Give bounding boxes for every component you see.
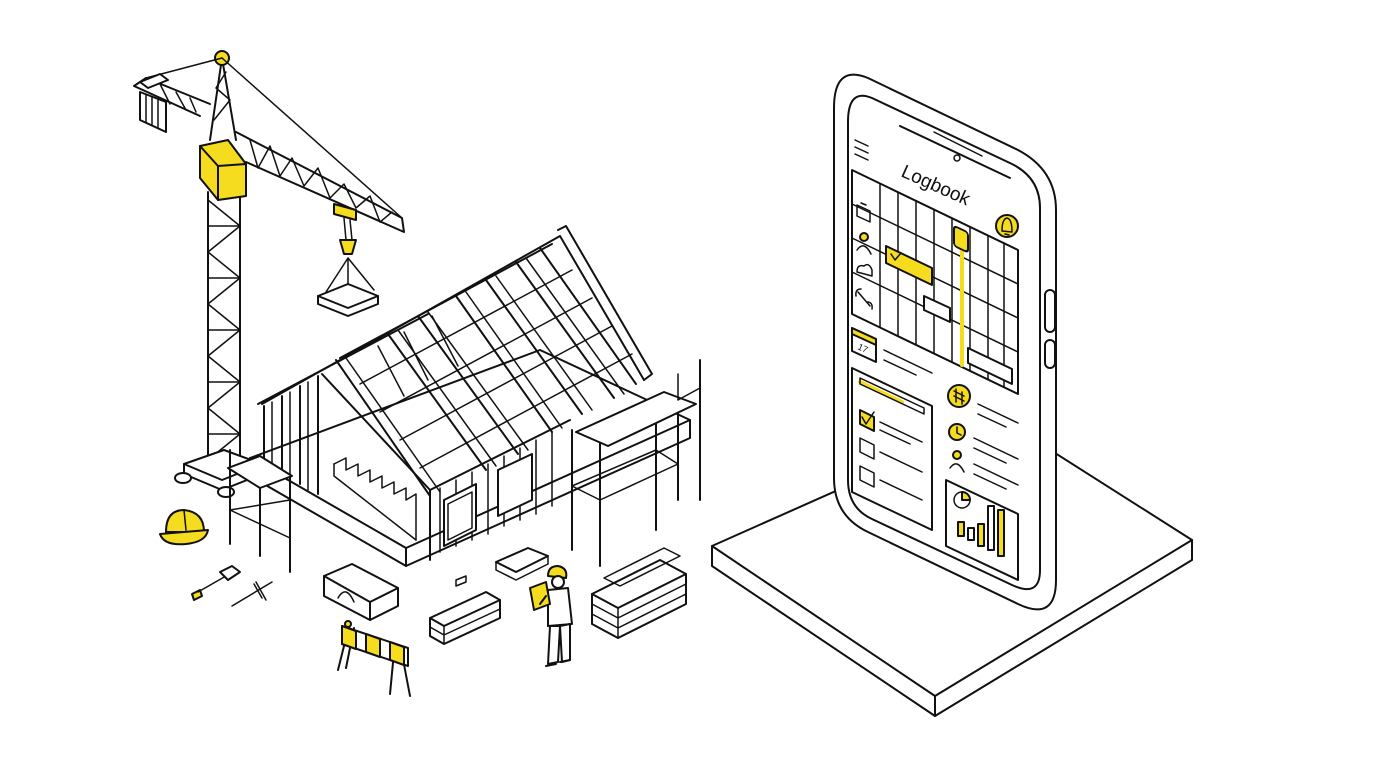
tower-crane — [133, 50, 405, 498]
wrench-tool-icon — [231, 581, 273, 607]
wrench-icon[interactable] — [855, 288, 873, 310]
lumber-stack-right — [591, 547, 687, 639]
task-bar-highlight[interactable] — [885, 245, 933, 286]
task-bar[interactable] — [967, 347, 1013, 385]
calendar-day: 17 — [856, 342, 869, 355]
person-icon[interactable] — [856, 232, 872, 255]
chart-card — [945, 479, 1019, 581]
clock-icon[interactable] — [948, 423, 966, 441]
task-bar[interactable] — [923, 295, 951, 323]
checkbox-checked[interactable] — [859, 409, 875, 432]
briefcase-icon[interactable] — [856, 202, 871, 223]
schedule-grid[interactable] — [851, 169, 1019, 395]
grid-icon[interactable] — [947, 384, 971, 408]
person-icon[interactable] — [949, 450, 965, 473]
detail-list — [947, 384, 1019, 490]
concrete-block — [323, 563, 399, 621]
checkbox[interactable] — [859, 437, 875, 460]
checkbox[interactable] — [859, 465, 875, 488]
cloud-icon[interactable] — [856, 263, 873, 277]
calendar-icon[interactable]: 17 — [851, 327, 877, 363]
smartphone: Logbook — [833, 73, 1057, 611]
scaffolding-right — [571, 359, 701, 567]
safety-barrier — [337, 620, 411, 697]
construction-worker — [529, 565, 573, 667]
checklist-card — [851, 367, 933, 531]
hammer-icon — [191, 565, 241, 601]
text-line — [883, 349, 933, 376]
house-frame — [249, 225, 691, 587]
scaffolding-left — [227, 449, 293, 573]
bell-icon[interactable] — [995, 214, 1019, 238]
pie-chart-icon — [953, 491, 971, 509]
hard-hat-icon — [159, 509, 209, 546]
menu-icon[interactable] — [854, 139, 869, 161]
lumber-stack-front — [429, 591, 501, 645]
